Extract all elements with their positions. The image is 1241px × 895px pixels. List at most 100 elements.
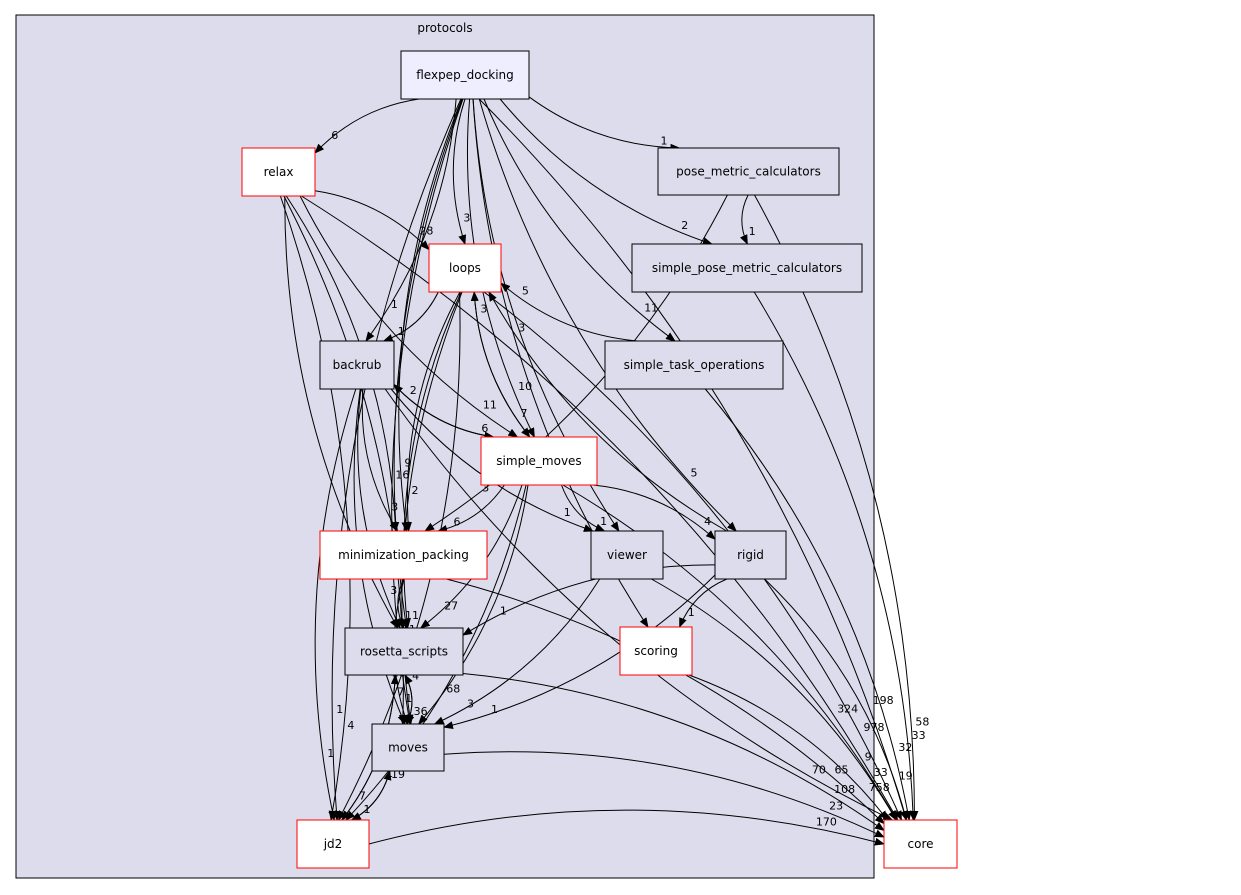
node-box[interactable] [619, 626, 693, 676]
edge-label-viewer-to-core: 33 [874, 766, 888, 779]
node-box[interactable] [480, 436, 598, 486]
node-label[interactable]: minimization_packing [338, 548, 469, 562]
node-moves[interactable]: moves [371, 723, 445, 772]
node-box[interactable] [371, 723, 445, 772]
edge-label-simple_moves-to-moves: 68 [446, 682, 460, 695]
edge-jd2-to-core [368, 809, 885, 846]
node-box[interactable] [883, 819, 958, 869]
edge-label-minimization_packing-to-core: 65 [835, 763, 849, 776]
edge-label-simple_pose_metric_calculators-to-core: 33 [912, 729, 926, 742]
edge-label-simple_moves-to-minimization_packing: 6 [454, 516, 461, 529]
node-box[interactable] [296, 819, 370, 869]
node-label[interactable]: core [908, 837, 934, 851]
edge-label-simple_task_operations-to-core: 32 [898, 741, 912, 754]
edge-label-relax-to-jd2: 4 [347, 719, 354, 732]
edge-label-flexpep_docking-to-backrub: 1 [391, 298, 398, 311]
edge-label-flexpep_docking-to-relax: 6 [331, 129, 338, 142]
node-label[interactable]: simple_task_operations [624, 358, 765, 372]
node-label[interactable]: viewer [607, 548, 647, 562]
edge-label-minimization_packing-to-rosetta_scripts: 11 [405, 609, 419, 622]
edge-label-rigid-to-rosetta_scripts: 1 [500, 605, 507, 618]
edge-loops-to-core [483, 291, 902, 821]
node-label[interactable]: jd2 [323, 837, 343, 851]
node-box[interactable] [604, 340, 784, 390]
edge-simple_moves-to-core [562, 484, 898, 821]
node-box[interactable] [714, 530, 787, 580]
node-label[interactable]: pose_metric_calculators [676, 165, 821, 179]
edge-label-simple_moves-to-backrub: 2 [410, 384, 417, 397]
node-label[interactable]: flexpep_docking [416, 68, 514, 82]
edge-viewer-to-moves [433, 578, 601, 725]
edge-relax-to-loops [314, 190, 430, 251]
node-backrub[interactable]: backrub [319, 340, 395, 390]
edge-label-rosetta_scripts-to-core: 108 [834, 783, 855, 796]
edge-label-relax-to-minimization_packing: 16 [395, 469, 409, 482]
node-label[interactable]: loops [449, 261, 481, 275]
edge-label-rigid-to-loops: 3 [518, 321, 525, 334]
node-scoring[interactable]: scoring [619, 626, 693, 676]
node-rosetta-scripts[interactable]: rosetta_scripts [344, 627, 464, 676]
node-jd2[interactable]: jd2 [296, 819, 370, 869]
node-box[interactable] [631, 243, 863, 293]
node-viewer[interactable]: viewer [590, 530, 664, 580]
edge-label-rigid-to-scoring: 1 [688, 606, 695, 619]
node-label[interactable]: rosetta_scripts [360, 645, 448, 659]
edge-label-rigid-to-moves: 1 [491, 703, 498, 716]
node-loops[interactable]: loops [428, 243, 502, 293]
node-box[interactable] [319, 530, 488, 580]
edge-label-minimization_packing-to-moves: 1 [405, 692, 412, 705]
node-core[interactable]: core [883, 819, 958, 869]
edge-flexpep_docking-to-relax [314, 98, 419, 154]
edge-label-moves-to-core: 23 [829, 799, 843, 812]
edge-pose_metric_calculators-to-simple_pose_metric_calculators [739, 194, 749, 245]
node-box[interactable] [344, 627, 464, 676]
node-simple-pose-metric-calculators[interactable]: simple_pose_metric_calculators [631, 243, 863, 293]
node-box[interactable] [400, 50, 530, 100]
node-label[interactable]: moves [388, 741, 428, 755]
node-label[interactable]: relax [264, 165, 294, 179]
edge-flexpep_docking-to-rigid [478, 98, 737, 532]
edge-label-flexpep_docking-to-pose_metric_calculators: 1 [661, 135, 668, 148]
node-simple-task-operations[interactable]: simple_task_operations [604, 340, 784, 390]
edge-loops-to-rosetta_scripts [402, 291, 462, 629]
node-box[interactable] [428, 243, 502, 293]
edge-label-flexpep_docking-to-core: 198 [873, 694, 894, 707]
edge-label-loops-to-simple_moves: 7 [521, 407, 528, 420]
edge-label-rosetta_scripts-to-jd2: 7 [359, 790, 366, 803]
edge-label-flexpep_docking-to-loops: 3 [463, 212, 470, 225]
edge-rosetta_scripts-to-core [462, 673, 885, 831]
edge-label-simple_moves-to-rosetta_scripts: 27 [444, 600, 458, 613]
node-label[interactable]: scoring [634, 644, 678, 658]
node-box[interactable] [590, 530, 664, 580]
node-minimization-packing[interactable]: minimization_packing [319, 530, 488, 580]
edge-label-relax-to-simple_moves: 11 [483, 399, 497, 412]
edge-relax-to-simple_moves [299, 195, 519, 438]
edge-label-rigid-to-core: 19 [899, 769, 913, 782]
edge-rigid-to-loops [488, 291, 727, 532]
edge-simple_pose_metric_calculators-to-core [753, 291, 917, 821]
edge-backrub-to-minimization_packing [361, 388, 399, 532]
node-label[interactable]: simple_moves [496, 454, 581, 468]
node-pose-metric-calculators[interactable]: pose_metric_calculators [657, 147, 840, 196]
node-flexpep-docking[interactable]: flexpep_docking [400, 50, 530, 100]
node-box[interactable] [657, 147, 840, 196]
edge-backrub-to-rosetta_scripts [357, 388, 401, 629]
edge-label-pose_metric_calculators-to-simple_pose_metric_calculators: 1 [749, 225, 756, 238]
edge-label-scoring-to-core: 758 [869, 781, 890, 794]
edge-flexpep_docking-to-core [478, 98, 908, 821]
node-box[interactable] [319, 340, 395, 390]
node-rigid[interactable]: rigid [714, 530, 787, 580]
edge-rigid-to-rosetta_scripts [462, 564, 716, 636]
node-label[interactable]: backrub [333, 358, 382, 372]
node-box[interactable] [241, 147, 316, 197]
node-relax[interactable]: relax [241, 147, 316, 197]
edge-label-simple_task_operations-to-loops: 5 [522, 285, 529, 298]
edge-relax-to-core [301, 195, 899, 821]
edge-scoring-to-core [688, 674, 889, 821]
node-simple-moves[interactable]: simple_moves [480, 436, 598, 486]
node-label[interactable]: simple_pose_metric_calculators [652, 261, 842, 275]
edge-simple_moves-to-viewer [561, 484, 606, 532]
node-label[interactable]: rigid [737, 548, 764, 562]
edge-label-loops-to-core: 978 [864, 721, 885, 734]
